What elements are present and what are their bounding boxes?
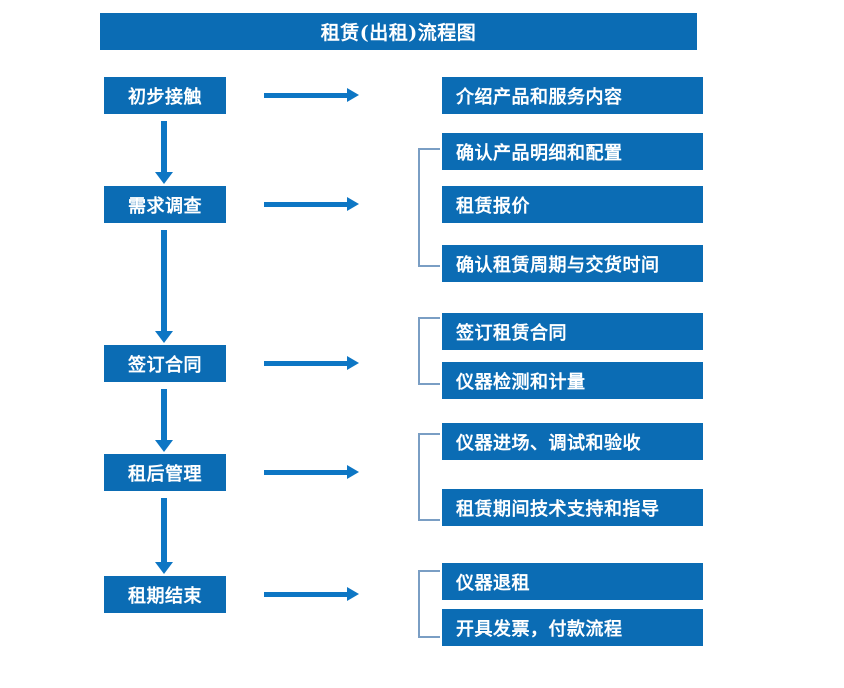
vertical-arrow-1 [155, 121, 173, 184]
detail-box-确认租赁周期与交货时间[interactable]: 确认租赁周期与交货时间 [442, 245, 703, 282]
detail-box-仪器退租[interactable]: 仪器退租 [442, 563, 703, 600]
vertical-arrow-3 [155, 389, 173, 452]
detail-box-租赁报价[interactable]: 租赁报价 [442, 186, 703, 223]
detail-box-租赁期间技术支持和指导[interactable]: 租赁期间技术支持和指导 [442, 489, 703, 526]
detail-box-确认产品明细和配置[interactable]: 确认产品明细和配置 [442, 133, 703, 170]
group-bracket-1 [418, 148, 440, 267]
detail-box-介绍产品和服务内容[interactable]: 介绍产品和服务内容 [442, 77, 703, 114]
horizontal-arrow-5 [264, 587, 359, 601]
horizontal-arrow-4 [264, 465, 359, 479]
group-bracket-3 [418, 433, 440, 521]
detail-box-仪器进场调试和验收[interactable]: 仪器进场、调试和验收 [442, 423, 703, 460]
stage-box-初步接触[interactable]: 初步接触 [104, 77, 226, 114]
group-bracket-4 [418, 570, 440, 638]
horizontal-arrow-2 [264, 197, 359, 211]
vertical-arrow-2 [155, 230, 173, 343]
page-title: 租赁(出租)流程图 [100, 13, 697, 50]
horizontal-arrow-1 [264, 88, 359, 102]
stage-box-租后管理[interactable]: 租后管理 [104, 454, 226, 491]
detail-box-仪器检测和计量[interactable]: 仪器检测和计量 [442, 362, 703, 399]
vertical-arrow-4 [155, 498, 173, 574]
horizontal-arrow-3 [264, 356, 359, 370]
stage-box-签订合同[interactable]: 签订合同 [104, 345, 226, 382]
detail-box-签订租赁合同[interactable]: 签订租赁合同 [442, 313, 703, 350]
detail-box-开具发票付款流程[interactable]: 开具发票，付款流程 [442, 609, 703, 646]
stage-box-租期结束[interactable]: 租期结束 [104, 576, 226, 613]
group-bracket-2 [418, 317, 440, 385]
stage-box-需求调查[interactable]: 需求调查 [104, 186, 226, 223]
